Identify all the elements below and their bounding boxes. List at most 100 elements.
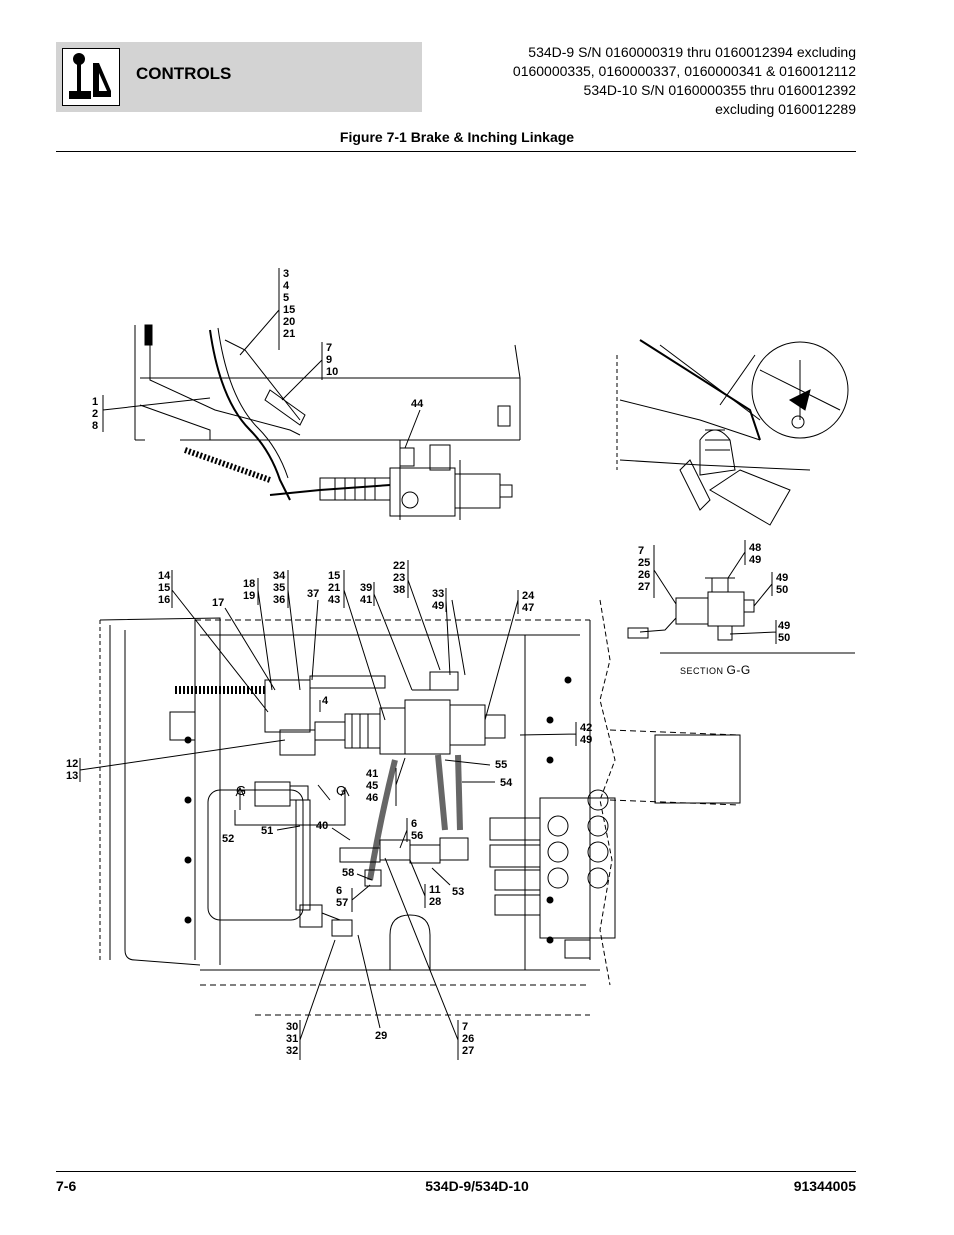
section-marker-g-left: G bbox=[236, 783, 247, 798]
callout-number: 16 bbox=[158, 594, 171, 606]
callout-number: 49 bbox=[776, 572, 789, 584]
callout-number: 49 bbox=[749, 554, 762, 566]
callout-number: 4 bbox=[283, 280, 290, 292]
callout-55: 55 bbox=[495, 759, 507, 771]
callout-number: 15 bbox=[283, 304, 296, 316]
callout-40: 40 bbox=[316, 820, 328, 832]
callout-number: 46 bbox=[366, 792, 379, 804]
callout-51: 51 bbox=[261, 825, 273, 837]
callout-number: 21 bbox=[328, 582, 341, 594]
header-rule bbox=[56, 151, 856, 152]
model-label: 534D-9/534D-10 bbox=[425, 1178, 529, 1194]
callout-44: 44 bbox=[411, 398, 423, 410]
callout-number: 49 bbox=[432, 600, 445, 612]
callout-number: 7 bbox=[462, 1021, 469, 1033]
callout-number: 38 bbox=[393, 584, 406, 596]
callout-number: 5 bbox=[283, 292, 290, 304]
callout-number: 44 bbox=[411, 398, 424, 410]
callout-54: 54 bbox=[500, 777, 512, 789]
callout-number: 34 bbox=[273, 570, 286, 582]
callout-number: 15 bbox=[158, 582, 171, 594]
callout-number: 53 bbox=[452, 886, 465, 898]
callout-number: 47 bbox=[522, 602, 535, 614]
callout-number: 32 bbox=[286, 1045, 299, 1057]
footer-rule bbox=[56, 1171, 856, 1172]
callout-number: 57 bbox=[336, 897, 349, 909]
callout-number: 31 bbox=[286, 1033, 299, 1045]
serial-line: 534D-9 S/N 0160000319 thru 0160012394 ex… bbox=[528, 44, 856, 60]
callout-number: 8 bbox=[92, 420, 99, 432]
document-number: 91344005 bbox=[793, 1178, 856, 1194]
callout-number: 25 bbox=[638, 557, 651, 569]
section-g-g-view bbox=[627, 577, 855, 654]
pedal-assembly-view bbox=[134, 324, 521, 520]
callout-leaders bbox=[79, 268, 777, 1060]
callout-number: 52 bbox=[222, 833, 235, 845]
callout-number: 9 bbox=[326, 354, 333, 366]
callout-number: 21 bbox=[283, 328, 296, 340]
callout-number: 35 bbox=[273, 582, 286, 594]
callout-number: 26 bbox=[638, 569, 651, 581]
callout-number: 6 bbox=[336, 885, 343, 897]
callout-number: 33 bbox=[432, 588, 445, 600]
callout-number: 15 bbox=[328, 570, 341, 582]
serial-number-block: 534D-9 S/N 0160000319 thru 0160012394 ex… bbox=[416, 43, 856, 119]
callout-number: 18 bbox=[243, 578, 256, 590]
callout-number: 10 bbox=[326, 366, 339, 378]
callout-number: 2 bbox=[92, 408, 99, 420]
page-number: 7-6 bbox=[56, 1178, 77, 1194]
figure-title-text: Figure 7-1 Brake & Inching Linkage bbox=[339, 129, 575, 145]
callout-17: 17 bbox=[212, 597, 224, 609]
callout-number: 37 bbox=[307, 588, 320, 600]
callout-number: 13 bbox=[66, 770, 79, 782]
section-title: CONTROLS bbox=[136, 64, 232, 83]
callout-number: 49 bbox=[580, 734, 593, 746]
callout-number: 51 bbox=[261, 825, 274, 837]
controls-joystick-icon bbox=[62, 48, 120, 106]
main-hydraulic-view bbox=[99, 599, 741, 1016]
callout-number: 6 bbox=[411, 818, 418, 830]
callout-number: 27 bbox=[638, 581, 651, 593]
callout-number: 22 bbox=[393, 560, 406, 572]
callout-number: 24 bbox=[522, 590, 535, 602]
callout-number: 50 bbox=[776, 584, 789, 596]
callout-number: 43 bbox=[328, 594, 341, 606]
callout-number: 41 bbox=[360, 594, 373, 606]
callout-number: 26 bbox=[462, 1033, 475, 1045]
callout-37: 37 bbox=[307, 588, 319, 600]
figure-title: Figure 7-1 Brake & Inching Linkage bbox=[0, 129, 954, 145]
callout-number: 11 bbox=[429, 884, 441, 896]
callout-number: 7 bbox=[638, 545, 645, 557]
callout-number: 27 bbox=[462, 1045, 475, 1057]
callout-number: 56 bbox=[411, 830, 424, 842]
callout-number: 1 bbox=[92, 396, 99, 408]
callout-number: 55 bbox=[495, 759, 508, 771]
serial-line: 534D-10 S/N 0160000355 thru 0160012392 bbox=[583, 82, 856, 98]
callout-number: 36 bbox=[273, 594, 286, 606]
callout-58: 58 bbox=[342, 867, 354, 879]
callout-29: 29 bbox=[375, 1030, 387, 1042]
callout-52: 52 bbox=[222, 833, 234, 845]
callout-number: 39 bbox=[360, 582, 373, 594]
